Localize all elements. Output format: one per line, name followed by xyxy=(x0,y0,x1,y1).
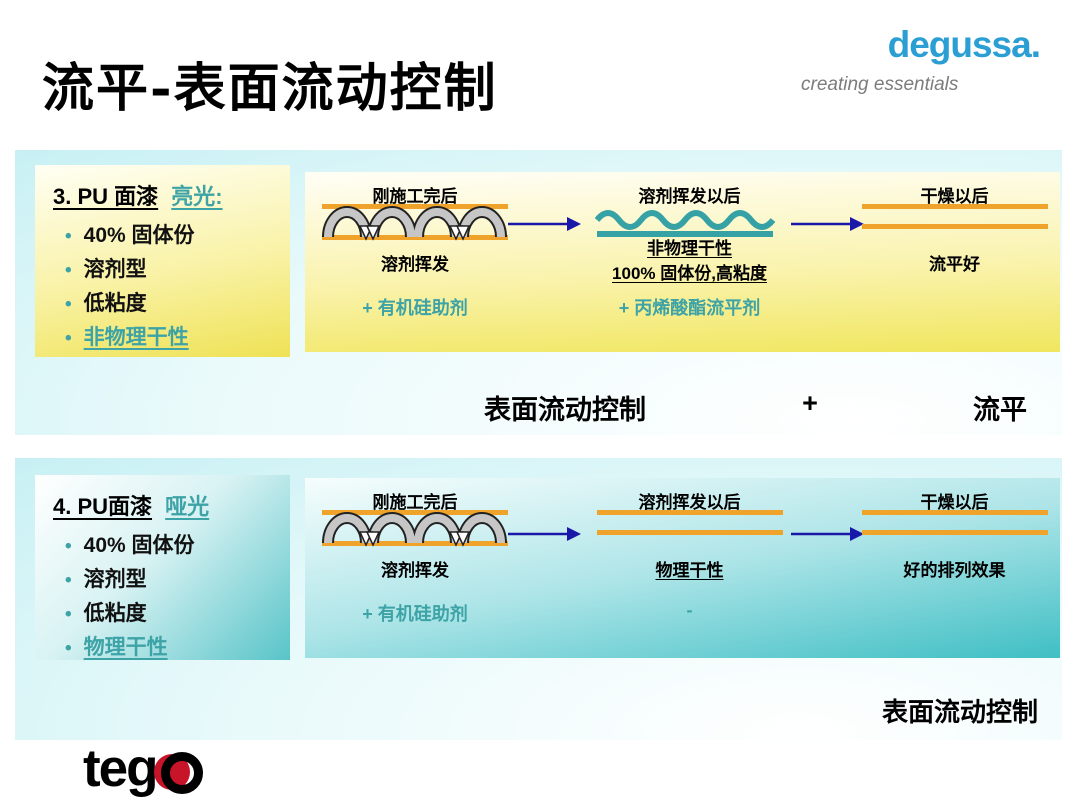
bullet-icon: • xyxy=(65,536,72,557)
stage-title: 干燥以后 xyxy=(920,493,989,512)
bullet-icon: • xyxy=(65,570,72,591)
stage-caption: 物理干性 xyxy=(587,556,792,581)
bullet-icon: • xyxy=(65,328,72,349)
stage-after-evaporation: 溶剂挥发以后 物理干性 - xyxy=(587,478,792,658)
stage-caption: 溶剂挥发 xyxy=(381,255,449,274)
stage-caption: 溶剂挥发 xyxy=(381,561,449,580)
list-item: •物理干性 xyxy=(65,636,168,659)
smooth-surface-graphic xyxy=(857,204,1052,236)
stage-title: 刚施工完后 xyxy=(372,187,458,206)
bullet-icon: • xyxy=(65,604,72,625)
smooth-surface-graphic xyxy=(857,510,1052,542)
bullet-icon: • xyxy=(65,638,72,659)
stage-fresh-applied: 刚施工完后 xyxy=(315,172,515,352)
info-bullets-matte: •40% 固体份 •溶剂型 •低粘度 •物理干性 xyxy=(65,529,290,665)
stage-title: 干燥以后 xyxy=(920,187,989,206)
diagram-matte: 刚施工完后 xyxy=(305,478,1060,658)
caption-line: 非物理干性 xyxy=(647,239,732,258)
summary-plus-sign: + xyxy=(802,388,818,418)
info-box-matte: 4. PU面漆 哑光 •40% 固体份 •溶剂型 •低粘度 •物理干性 xyxy=(35,475,290,660)
caption-line: 物理干性 xyxy=(655,561,724,580)
stage-fresh-applied: 刚施工完后 xyxy=(315,478,515,658)
summary-surface-flow-control: 表面流动控制 xyxy=(484,395,646,426)
wave-surface-graphic xyxy=(587,204,792,245)
stage-after-drying: 干燥以后 好的排列效果 xyxy=(857,478,1052,658)
info-heading-main: 4. PU面漆 xyxy=(53,494,153,519)
flow-arrow-icon xyxy=(508,526,582,547)
additive-minus-label: - xyxy=(686,600,693,620)
stage-after-drying: 干燥以后 流平好 xyxy=(857,172,1052,352)
stage-caption: 好的排列效果 xyxy=(903,561,1006,580)
additive-label: + 有机硅助剂 xyxy=(362,298,468,318)
flow-arrow-icon xyxy=(508,216,582,237)
panel-gloss-pu: 3. PU 面漆 亮光: •40% 固体份 •溶剂型 •低粘度 •非物理干性 刚… xyxy=(15,150,1062,435)
bullet-icon: • xyxy=(65,260,72,281)
info-box-gloss: 3. PU 面漆 亮光: •40% 固体份 •溶剂型 •低粘度 •非物理干性 xyxy=(35,165,290,357)
flow-arrow-icon xyxy=(791,526,865,547)
info-heading-main: 3. PU 面漆 xyxy=(53,184,159,209)
additive-label: + 有机硅助剂 xyxy=(362,604,468,624)
list-item: •40% 固体份 xyxy=(65,224,195,247)
page-title: 流平-表面流动控制 xyxy=(42,58,498,119)
benard-cells-graphic xyxy=(315,510,515,553)
stage-after-evaporation: 溶剂挥发以后 非物理干性 100% 固体份,高粘度 + 丙烯酸酯流平剂 xyxy=(587,172,792,352)
bullet-icon: • xyxy=(65,294,72,315)
diagram-gloss: 刚施工完后 xyxy=(305,172,1060,352)
tego-logo-o-icon xyxy=(153,745,209,797)
list-item: •低粘度 xyxy=(65,292,147,315)
info-heading-accent: 亮光: xyxy=(171,184,223,209)
list-item: •溶剂型 xyxy=(65,258,147,281)
smooth-surface-graphic xyxy=(587,510,792,542)
list-item: •非物理干性 xyxy=(65,326,189,349)
black-ring-icon xyxy=(160,752,203,794)
list-item: •溶剂型 xyxy=(65,568,147,591)
bullet-icon: • xyxy=(65,226,72,247)
degussa-logo: degussa. xyxy=(887,24,1041,65)
tego-logo-text: teg xyxy=(83,739,158,798)
panel-matte-pu: 4. PU面漆 哑光 •40% 固体份 •溶剂型 •低粘度 •物理干性 刚施工完… xyxy=(15,458,1062,740)
stage-title: 溶剂挥发以后 xyxy=(638,187,741,206)
list-item: •低粘度 xyxy=(65,602,147,625)
caption-line: 100% 固体份,高粘度 xyxy=(612,264,767,283)
summary-leveling: 流平 xyxy=(973,395,1027,426)
degussa-tagline: creating essentials xyxy=(801,74,959,95)
stage-title: 刚施工完后 xyxy=(372,493,458,512)
info-heading-accent: 哑光 xyxy=(165,494,210,519)
flow-arrow-icon xyxy=(791,216,865,237)
list-item: •40% 固体份 xyxy=(65,534,195,557)
summary-surface-flow-control: 表面流动控制 xyxy=(881,698,1038,728)
info-heading-matte: 4. PU面漆 哑光 xyxy=(53,489,290,521)
stage-caption: 非物理干性 100% 固体份,高粘度 xyxy=(587,234,792,284)
stage-caption: 流平好 xyxy=(929,255,980,274)
benard-cells-graphic xyxy=(315,204,515,247)
info-heading-gloss: 3. PU 面漆 亮光: xyxy=(53,179,290,211)
additive-label: + 丙烯酸酯流平剂 xyxy=(618,298,761,318)
tego-logo: teg xyxy=(83,738,209,799)
info-bullets-gloss: •40% 固体份 •溶剂型 •低粘度 •非物理干性 xyxy=(65,219,290,355)
stage-title: 溶剂挥发以后 xyxy=(638,493,741,512)
